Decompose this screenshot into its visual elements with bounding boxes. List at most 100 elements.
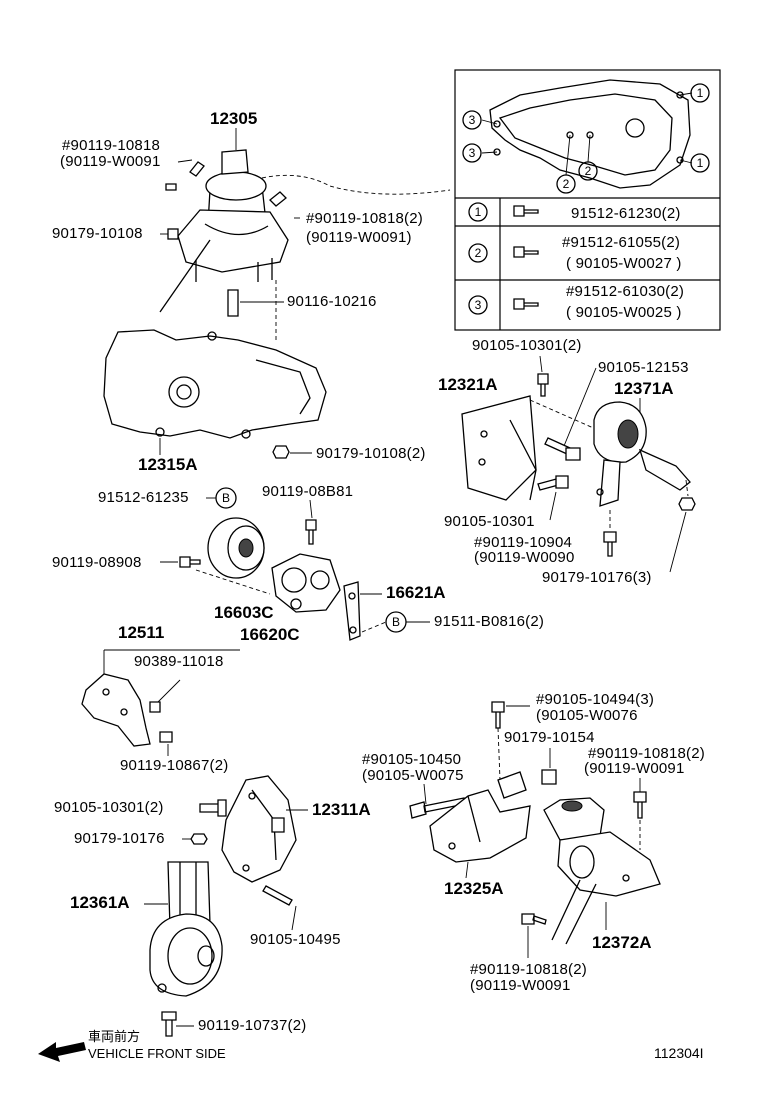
label-12305: 12305 <box>210 109 257 128</box>
bolt-icon <box>159 731 173 743</box>
label-90119-10818-2c: #90119-10818(2) <box>588 745 705 762</box>
label-12321A: 12321A <box>438 375 498 394</box>
svg-text:3: 3 <box>469 146 476 160</box>
inset-row-2-part: #91512-61055(2) <box>562 234 680 251</box>
vehicle-front-arrow-icon <box>38 1042 86 1062</box>
inset-ref-3-bottom: 3 <box>462 143 482 163</box>
label-12325A: 12325A <box>444 879 504 898</box>
bolt-icon <box>537 373 549 397</box>
label-90119-W0091-d: (90119-W0091 <box>470 977 571 994</box>
bolt-icon <box>491 701 505 729</box>
mount-12371A <box>593 401 691 507</box>
label-90105-10450: #90105-10450 <box>362 751 461 768</box>
label-90119-10818-2: #90119-10818(2) <box>306 210 423 227</box>
bolt-icon <box>513 205 539 217</box>
label-12311A: 12311A <box>312 800 371 819</box>
jp-direction-label: 車両前方 <box>88 1029 140 1044</box>
label-90119-10818: #90119-10818 <box>62 137 160 154</box>
inset-ref-2-a: 2 <box>556 174 576 194</box>
label-90105-10301-2: 90105-10301(2) <box>472 337 582 354</box>
inset-row-3-part: #91512-61030(2) <box>566 283 684 300</box>
label-90179-10154: 90179-10154 <box>504 729 595 746</box>
label-90116-10216: 90116-10216 <box>287 293 377 310</box>
inset-ref-2-b: 2 <box>578 161 598 181</box>
figure-id: 112304I <box>654 1045 704 1061</box>
svg-text:1: 1 <box>697 156 704 170</box>
svg-text:B: B <box>222 491 230 505</box>
label-90119-W0091-c: (90119-W0091 <box>584 760 685 777</box>
label-91511-B0816: 91511-B0816(2) <box>434 613 544 630</box>
inset-row-3: 3 #91512-61030(2) ( 90105-W0025 ) <box>468 283 684 321</box>
bracket-16621A <box>343 581 361 641</box>
bolt-icon <box>179 556 201 568</box>
inset-ref-3-top: 3 <box>462 110 482 130</box>
bolt-icon <box>555 475 569 489</box>
nut-icon <box>541 769 557 785</box>
bolt-icon <box>149 701 161 713</box>
nut-icon <box>167 228 179 240</box>
label-12372A: 12372A <box>592 933 652 952</box>
vehicle-front-side-label: VEHICLE FRONT SIDE <box>88 1046 226 1061</box>
label-90119-W0091: (90119-W0091 <box>60 153 161 170</box>
bolt-icon <box>603 531 617 557</box>
callout-B-right: B <box>385 611 407 633</box>
label-90119-10904: #90119-10904 <box>474 534 572 551</box>
nut-icon <box>272 445 290 459</box>
bolt-icon <box>262 885 293 906</box>
label-90105-10301: 90105-10301 <box>444 513 535 530</box>
svg-text:1: 1 <box>697 86 704 100</box>
label-90105-10301-2b: 90105-10301(2) <box>54 799 164 816</box>
label-90179-10176-3: 90179-10176(3) <box>542 569 652 586</box>
svg-text:2: 2 <box>475 246 482 260</box>
label-90119-10818-2d: #90119-10818(2) <box>470 961 587 978</box>
bolt-icon <box>521 913 547 925</box>
inset-cover-drawing <box>481 79 693 189</box>
mount-12361A <box>149 861 223 997</box>
nut-icon <box>190 833 208 845</box>
inset-row-2: 2 #91512-61055(2) ( 90105-W0027 ) <box>468 234 682 272</box>
svg-text:1: 1 <box>475 205 482 219</box>
bracket-12325A <box>429 771 531 863</box>
mount-12372A <box>543 797 661 945</box>
tensioner-16620C <box>271 553 341 613</box>
label-90105-10495: 90105-10495 <box>250 931 341 948</box>
bolt-icon <box>161 1011 177 1037</box>
label-12371A: 12371A <box>614 379 674 398</box>
label-90119-W0090: (90119-W0090 <box>474 549 575 566</box>
bolt-icon <box>199 799 227 817</box>
label-90105-12153: 90105-12153 <box>598 359 689 376</box>
label-90105-W0076: (90105-W0076 <box>536 707 638 724</box>
bolt-icon <box>305 519 317 545</box>
label-16603C: 16603C <box>214 603 274 622</box>
inset-ref-1-bottom: 1 <box>690 153 710 173</box>
label-90105-10494-3: #90105-10494(3) <box>536 691 654 708</box>
label-90179-10176: 90179-10176 <box>74 830 165 847</box>
bolt-icon <box>513 246 539 258</box>
label-90179-10108-2: 90179-10108(2) <box>316 445 426 462</box>
label-16620C: 16620C <box>240 625 300 644</box>
stud-icon <box>227 289 239 317</box>
label-12361A: 12361A <box>70 893 130 912</box>
bracket-12311A <box>221 775 297 883</box>
fastener-inset-table: 1 1 3 3 2 2 1 91512-61230(2) <box>454 69 721 331</box>
svg-text:3: 3 <box>475 298 482 312</box>
label-90119-W0091-b: (90119-W0091) <box>306 229 412 246</box>
bracket-12321A <box>461 395 537 501</box>
label-90119-08B81: 90119-08B81 <box>262 483 353 500</box>
svg-text:B: B <box>392 615 400 629</box>
label-90119-10737-2: 90119-10737(2) <box>198 1017 306 1034</box>
label-90389-11018: 90389-11018 <box>134 653 224 670</box>
inset-row-2-alt: ( 90105-W0027 ) <box>566 255 682 272</box>
label-90179-10108: 90179-10108 <box>52 225 143 242</box>
idler-pulley-16603C <box>207 517 265 579</box>
engine-mount-12305 <box>159 149 289 313</box>
label-16621A: 16621A <box>386 583 446 602</box>
nut-icon <box>678 497 696 511</box>
inset-row-3-alt: ( 90105-W0025 ) <box>566 304 682 321</box>
bolt-icon <box>633 791 647 819</box>
svg-text:3: 3 <box>469 113 476 127</box>
label-90119-10867-2: 90119-10867(2) <box>120 757 228 774</box>
label-90119-08908: 90119-08908 <box>52 554 142 571</box>
bolt-icon <box>513 298 539 310</box>
